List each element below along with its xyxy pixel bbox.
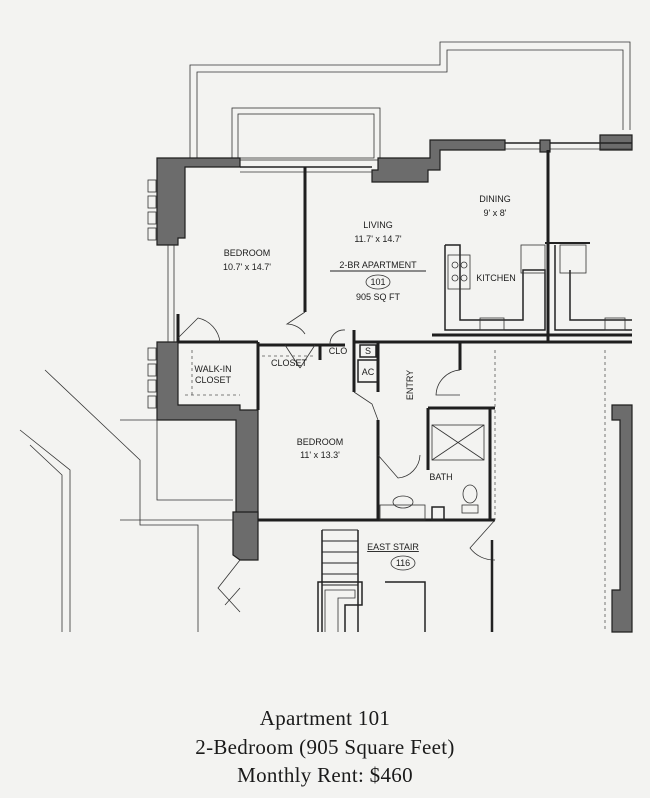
east-stair-name: EAST STAIR [367,542,419,552]
east-stair-number-oval [390,555,416,571]
kitchen-counters [444,242,632,331]
ac-name: AC [362,367,375,377]
closet-shelves [185,344,379,396]
entry-name: ENTRY [405,370,415,400]
room-labels: BEDROOM 10.7' x 14.7' LIVING 11.7' x 14.… [194,194,516,571]
walkin-closet-name-line1: WALK-IN [194,364,231,374]
kitchen-name: KITCHEN [476,273,516,283]
caption-line-1: Apartment 101 [259,706,391,730]
clo-name: CLO [329,346,348,356]
door-swings [177,311,496,613]
apartment-tag-area: 905 SQ FT [356,292,401,302]
corridor-guides [490,350,606,632]
s-name: S [365,346,371,356]
dining-name: DINING [479,194,511,204]
left-windows [147,179,175,409]
exterior-walls [156,134,633,633]
terrace-outline [189,41,631,161]
apartment-tag-label: 2-BR APARTMENT [339,260,417,270]
apartment-tag-number: 101 [370,277,385,287]
bath-fixtures [379,424,485,521]
bedroom1-size: 10.7' x 14.7' [223,262,271,272]
apartment-tag: 2-BR APARTMENT 101 905 SQ FT [330,260,426,302]
living-size: 11.7' x 14.7' [354,234,402,244]
living-name: LIVING [363,220,393,230]
apartment-number-oval [365,274,391,290]
bedroom1-name: BEDROOM [224,248,271,258]
walkin-closet-name-line2: CLOSET [195,375,232,385]
east-stair-treads [317,529,426,632]
bedroom2-size: 11' x 13.3' [300,450,340,460]
caption-line-3: Monthly Rent: $460 [237,763,413,787]
east-stair-number: 116 [396,558,410,568]
bedroom2-name: BEDROOM [297,437,344,447]
adjacent-building [19,369,233,632]
closet-name: CLOSET [271,358,308,368]
interior-walls [176,150,632,522]
caption-line-2: 2-Bedroom (905 Square Feet) [195,735,455,759]
bath-name: BATH [429,472,452,482]
dining-size: 9' x 8' [484,208,507,218]
floor-plan: BEDROOM 10.7' x 14.7' LIVING 11.7' x 14.… [19,41,633,633]
